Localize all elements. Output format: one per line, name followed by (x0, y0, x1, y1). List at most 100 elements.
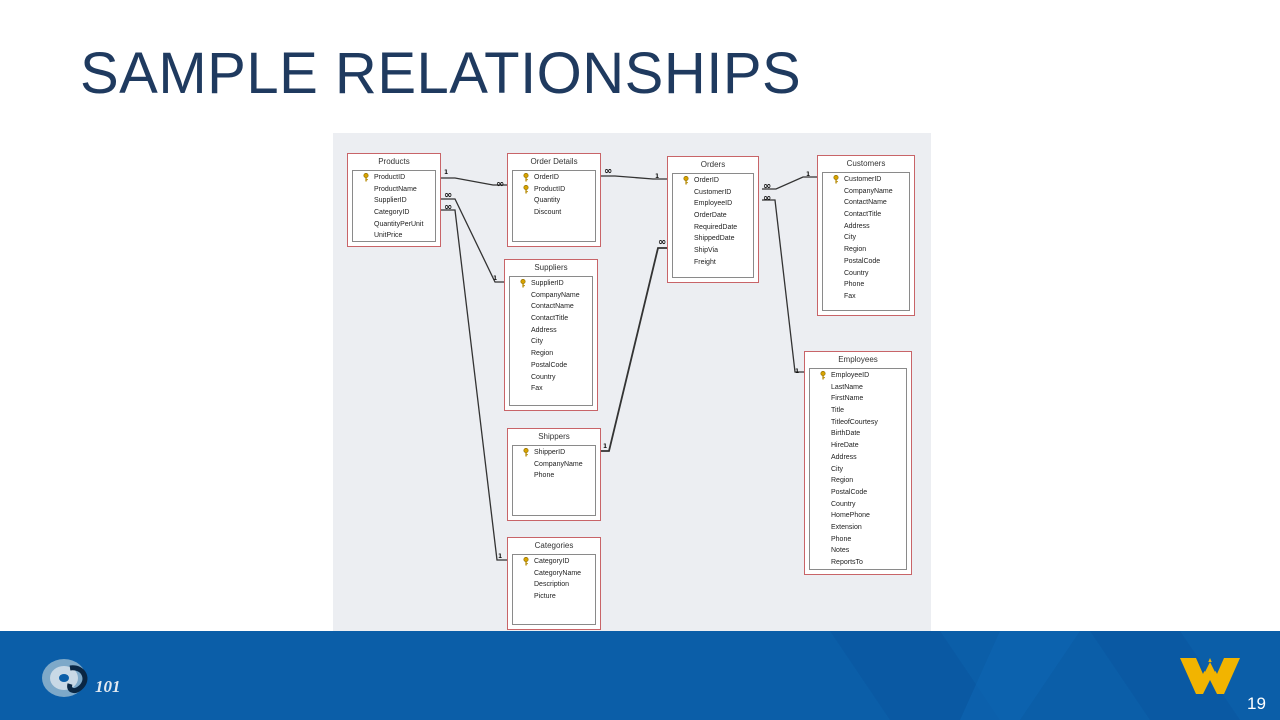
field-row[interactable]: ShipperID (513, 447, 595, 459)
field-row[interactable]: PostalCode (810, 487, 906, 499)
field-name: ProductName (374, 185, 417, 193)
field-name: UnitPrice (374, 232, 403, 240)
field-row[interactable]: Description (513, 579, 595, 591)
field-row[interactable]: City (823, 232, 909, 244)
table-title: Categories (534, 541, 574, 550)
field-row[interactable]: Phone (823, 279, 909, 291)
field-name: Quantity (534, 197, 561, 205)
field-row[interactable]: Quantity (513, 195, 595, 207)
field-row[interactable]: Picture (513, 591, 595, 603)
field-row[interactable]: OrderID (513, 172, 595, 184)
field-row[interactable]: EmployeeID (673, 198, 753, 210)
field-row[interactable]: Region (823, 244, 909, 256)
cardinality-one: 1 (444, 169, 448, 176)
field-row[interactable]: FirstName (810, 393, 906, 405)
field-name: ReportsTo (831, 559, 863, 566)
field-name: Freight (694, 258, 716, 266)
field-name: City (844, 234, 857, 242)
field-row[interactable]: Region (510, 348, 592, 360)
field-row[interactable]: LastName (810, 382, 906, 394)
field-name: TitleofCourtesy (831, 418, 878, 426)
field-row[interactable]: QuantityPerUnit (353, 219, 435, 231)
field-row[interactable]: UnitPrice (353, 230, 435, 242)
field-row[interactable]: OrderID (673, 175, 753, 187)
field-row[interactable]: CompanyName (823, 186, 909, 198)
field-row[interactable]: CompanyName (513, 459, 595, 471)
field-row[interactable]: Fax (823, 291, 909, 303)
field-row[interactable]: Extension (810, 522, 906, 534)
field-name: CategoryID (374, 209, 410, 217)
field-name: BirthDate (831, 430, 861, 438)
field-row[interactable]: Title (810, 405, 906, 417)
field-row[interactable]: Freight (673, 257, 753, 269)
field-row[interactable]: Country (510, 372, 592, 384)
field-row[interactable]: Address (823, 221, 909, 233)
field-name: FirstName (831, 395, 864, 403)
field-row[interactable]: ContactName (510, 301, 592, 313)
field-row[interactable]: OrderDate (673, 210, 753, 222)
field-row[interactable]: CategoryID (353, 207, 435, 219)
field-row[interactable]: PostalCode (510, 360, 592, 372)
field-row[interactable]: Fax (510, 383, 592, 395)
field-name: Country (531, 373, 556, 381)
field-row[interactable]: PostalCode (823, 256, 909, 268)
field-row[interactable]: ProductID (353, 172, 435, 184)
field-name: CategoryName (534, 569, 582, 577)
field-row[interactable]: CategoryName (513, 568, 595, 580)
field-name: EmployeeID (831, 372, 870, 379)
field-row[interactable]: TitleofCourtesy (810, 417, 906, 429)
field-row[interactable]: Phone (810, 534, 906, 546)
field-row[interactable]: ContactTitle (823, 209, 909, 221)
field-row[interactable]: ContactTitle (510, 313, 592, 325)
field-row[interactable]: CompanyName (510, 290, 592, 302)
primary-key-icon (523, 557, 529, 566)
field-row[interactable]: SupplierID (353, 195, 435, 207)
field-name: HomePhone (831, 512, 870, 520)
field-row[interactable]: ProductName (353, 184, 435, 196)
field-row[interactable]: CustomerID (673, 187, 753, 199)
field-row[interactable]: ShipVia (673, 245, 753, 257)
field-row[interactable]: HomePhone (810, 510, 906, 522)
field-row[interactable]: CategoryID (513, 556, 595, 568)
field-row[interactable]: RequiredDate (673, 222, 753, 234)
field-row[interactable]: Discount (513, 207, 595, 219)
field-name: Country (831, 500, 856, 508)
field-row[interactable]: SupplierID (510, 278, 592, 290)
slide-title: SAMPLE RELATIONSHIPS (80, 41, 802, 106)
field-row[interactable]: ContactName (823, 197, 909, 209)
field-row[interactable]: Region (810, 475, 906, 487)
field-row[interactable]: Notes (810, 545, 906, 557)
field-row[interactable]: ProductID (513, 184, 595, 196)
field-row[interactable]: Phone (513, 470, 595, 482)
field-row[interactable]: EmployeeID (810, 370, 906, 382)
field-row[interactable]: ShippedDate (673, 233, 753, 245)
primary-key-icon (833, 175, 839, 184)
field-row[interactable]: BirthDate (810, 428, 906, 440)
field-row[interactable]: Country (823, 268, 909, 280)
rel-suppliers-products (441, 198, 504, 283)
field-row[interactable]: HireDate (810, 440, 906, 452)
field-name: Phone (831, 535, 852, 543)
field-row[interactable]: City (810, 464, 906, 476)
cardinality-many: ∞ (496, 179, 504, 190)
field-row[interactable]: CustomerID (823, 174, 909, 186)
cardinality-one: 1 (603, 443, 607, 450)
field-row[interactable]: ReportsTo (810, 557, 906, 569)
field-row[interactable]: Address (510, 325, 592, 337)
table-title: Employees (838, 355, 878, 364)
field-row[interactable]: Address (810, 452, 906, 464)
field-row[interactable]: Country (810, 499, 906, 511)
field-name: CategoryID (534, 558, 570, 565)
field-name: CompanyName (844, 187, 893, 195)
field-row[interactable]: City (510, 336, 592, 348)
